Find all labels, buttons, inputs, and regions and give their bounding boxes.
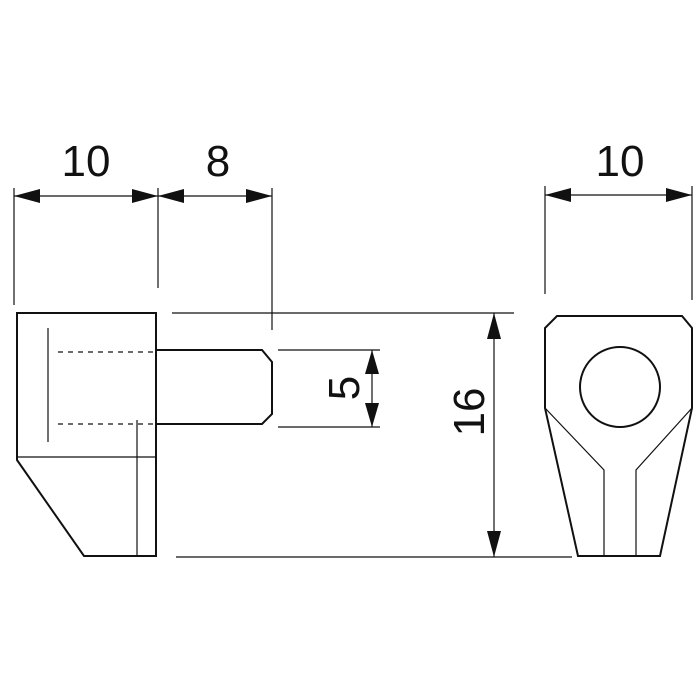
dimension-pin-diameter: 5 <box>320 350 379 427</box>
dimension-height: 16 <box>445 313 501 557</box>
dim-label-pin-diameter: 5 <box>320 376 369 400</box>
side-view-body <box>16 312 157 557</box>
arrow-head <box>365 350 379 374</box>
dim-label-left-width: 10 <box>62 137 111 186</box>
dimension-pin-length: 8 <box>158 137 272 203</box>
arrow-head <box>365 403 379 427</box>
front-view <box>544 315 693 557</box>
front-view-rib-left <box>544 407 605 556</box>
front-view-hole <box>579 346 661 428</box>
dimension-left-width: 10 <box>14 137 158 203</box>
front-view-rib-right <box>635 407 693 556</box>
extension-lines <box>13 186 693 558</box>
pin-body <box>156 349 273 425</box>
pin <box>156 349 273 425</box>
arrow-head <box>132 189 158 203</box>
dim-label-right-width: 10 <box>596 137 645 186</box>
arrow-head <box>158 189 184 203</box>
arrow-head <box>666 188 692 202</box>
arrow-head <box>14 189 40 203</box>
arrow-head <box>246 189 272 203</box>
dim-label-height: 16 <box>445 388 494 437</box>
dim-label-pin-length: 8 <box>206 137 230 186</box>
dimension-right-width: 10 <box>545 137 692 202</box>
arrow-head <box>487 531 501 557</box>
arrow-head <box>545 188 571 202</box>
arrow-head <box>487 313 501 339</box>
front-view-body <box>544 315 693 557</box>
side-view <box>16 312 157 557</box>
